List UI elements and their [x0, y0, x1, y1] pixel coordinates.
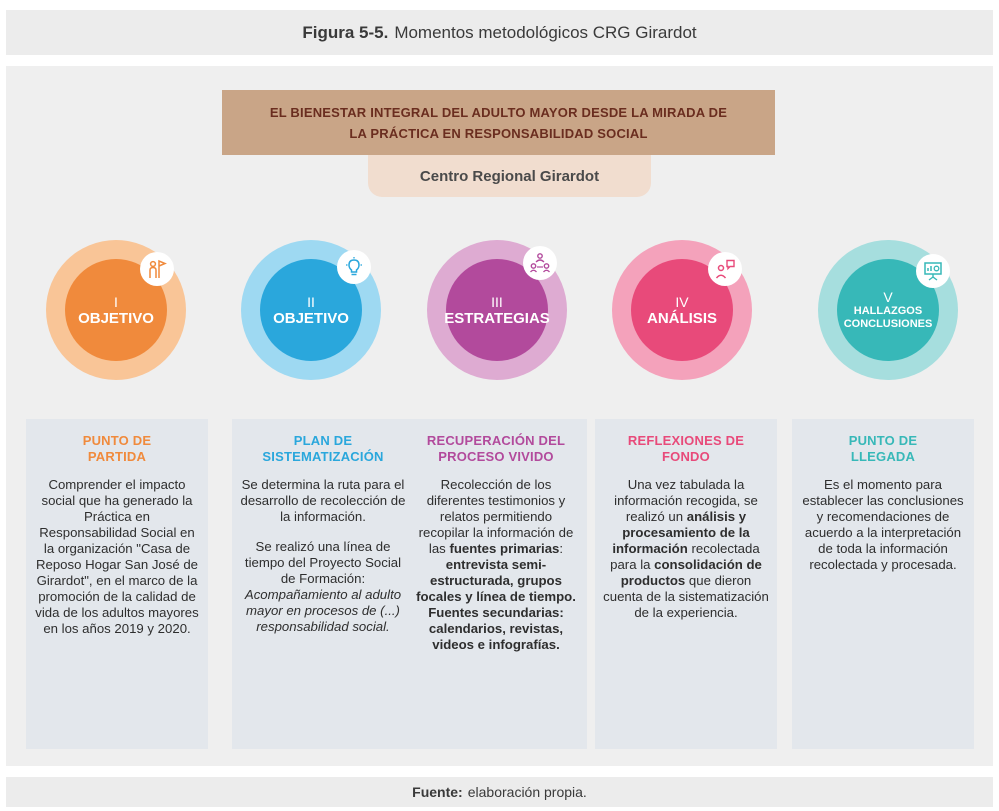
card-title: PLAN DE SISTEMATIZACIÓN: [232, 433, 414, 465]
card-body: Es el momento para establecer las conclu…: [802, 477, 964, 572]
stage-number: V: [883, 289, 893, 305]
stage-label: ANÁLISIS: [646, 309, 717, 327]
source-note: Fuente: elaboración propia.: [6, 777, 993, 807]
stage-number: I: [114, 293, 118, 310]
caption-text: Momentos metodológicos CRG Girardot: [394, 22, 697, 42]
stage-circle-4: IV ANÁLISIS: [612, 240, 752, 380]
card-reflexiones-fondo: REFLEXIONES DE FONDO Una vez tabulada la…: [595, 419, 777, 749]
card-title-line-1: REFLEXIONES DE: [627, 433, 745, 448]
team-icon: [523, 246, 557, 280]
card-title-line-2: LLEGADA: [850, 449, 916, 464]
card-body-bold: fuentes primarias: [449, 541, 560, 556]
stage-label-line-1: HALLAZGOS: [853, 305, 923, 317]
card-title: PUNTO DE LLEGADA: [792, 433, 974, 465]
presentation-chart-icon: [916, 254, 950, 288]
lightbulb-icon: [337, 250, 371, 284]
card-punto-de-llegada: PUNTO DE LLEGADA Es el momento para esta…: [792, 419, 974, 749]
card-body: Una vez tabulada la información recogida…: [603, 477, 769, 621]
card-body-2: Se realizó una línea de tiempo del Proye…: [240, 539, 406, 635]
card-title-line-1: PUNTO DE: [848, 433, 918, 448]
stage-circle-3: III ESTRATEGIAS: [427, 240, 567, 380]
card-body-bold-2: consolidación de productos: [620, 557, 762, 588]
card-title: RECUPERACIÓN DEL PROCESO VIVIDO: [405, 433, 587, 465]
subtitle-tab: Centro Regional Girardot: [368, 155, 651, 197]
card-punto-de-partida: PUNTO DE PARTIDA Comprender el impacto s…: [26, 419, 208, 749]
card-plan-sistematizacion: PLAN DE SISTEMATIZACIÓN Se determina la …: [232, 419, 414, 749]
stage-label-line-2: CONCLUSIONES: [843, 318, 933, 330]
card-title-line-2: PROCESO VIVIDO: [438, 449, 554, 464]
card-body-bold: análisis y procesamiento de la informaci…: [612, 509, 750, 556]
stage-circle-1: I OBJETIVO: [46, 240, 186, 380]
stage-number: IV: [675, 293, 689, 310]
flag-person-icon: [140, 252, 174, 286]
stage-label: OBJETIVO: [78, 309, 154, 327]
card-title-line-1: PLAN DE: [293, 433, 353, 448]
stage-number: II: [307, 293, 315, 310]
card-body-2-text: Se realizó una línea de tiempo del Proye…: [244, 539, 402, 586]
card-body-text: Recolección de los diferentes testimonio…: [418, 477, 574, 556]
stage-circle-5: V HALLAZGOS CONCLUSIONES: [818, 240, 958, 380]
stage-circle-2: II OBJETIVO: [241, 240, 381, 380]
card-body-text-3: que dieron cuenta de la sistematización …: [603, 573, 769, 620]
card-title: REFLEXIONES DE FONDO: [595, 433, 777, 465]
card-body-2-italic: Acompañamiento al adulto mayor en proces…: [244, 587, 402, 634]
source-text: elaboración propia.: [467, 784, 587, 800]
card-body-1: Se determina la ruta para el desarrollo …: [240, 477, 406, 524]
stage-label: OBJETIVO: [273, 309, 349, 327]
banner-line-2: LA PRÁCTICA EN RESPONSABILIDAD SOCIAL: [349, 125, 648, 141]
person-speech-icon: [708, 252, 742, 286]
caption-label: Figura 5-5.: [302, 22, 389, 42]
card-body-bold-2: entrevista semi-estructurada, grupos foc…: [416, 557, 576, 652]
banner-line-1: EL BIENESTAR INTEGRAL DEL ADULTO MAYOR D…: [269, 104, 728, 120]
title-banner: EL BIENESTAR INTEGRAL DEL ADULTO MAYOR D…: [222, 90, 775, 155]
card-body: Recolección de los diferentes testimonio…: [413, 477, 579, 653]
stage-label: ESTRATEGIAS: [444, 309, 550, 327]
card-title-line-1: RECUPERACIÓN DEL: [426, 433, 566, 448]
card-body-text-2: recolectada para la: [610, 541, 760, 572]
card-body: Comprender el impacto social que ha gene…: [35, 477, 199, 636]
card-recuperacion-proceso: RECUPERACIÓN DEL PROCESO VIVIDO Recolecc…: [405, 419, 587, 749]
card-title: PUNTO DE PARTIDA: [26, 433, 208, 465]
card-body-text: Una vez tabulada la información recogida…: [614, 477, 758, 524]
source-label: Fuente:: [412, 784, 463, 800]
card-title-line-2: PARTIDA: [87, 449, 147, 464]
card-body-colon: :: [559, 541, 564, 556]
card-title-line-2: SISTEMATIZACIÓN: [262, 449, 384, 464]
figure-caption: Figura 5-5. Momentos metodológicos CRG G…: [6, 10, 993, 55]
card-title-line-2: FONDO: [662, 449, 710, 464]
stage-number: III: [491, 293, 503, 310]
card-title-line-1: PUNTO DE: [82, 433, 152, 448]
